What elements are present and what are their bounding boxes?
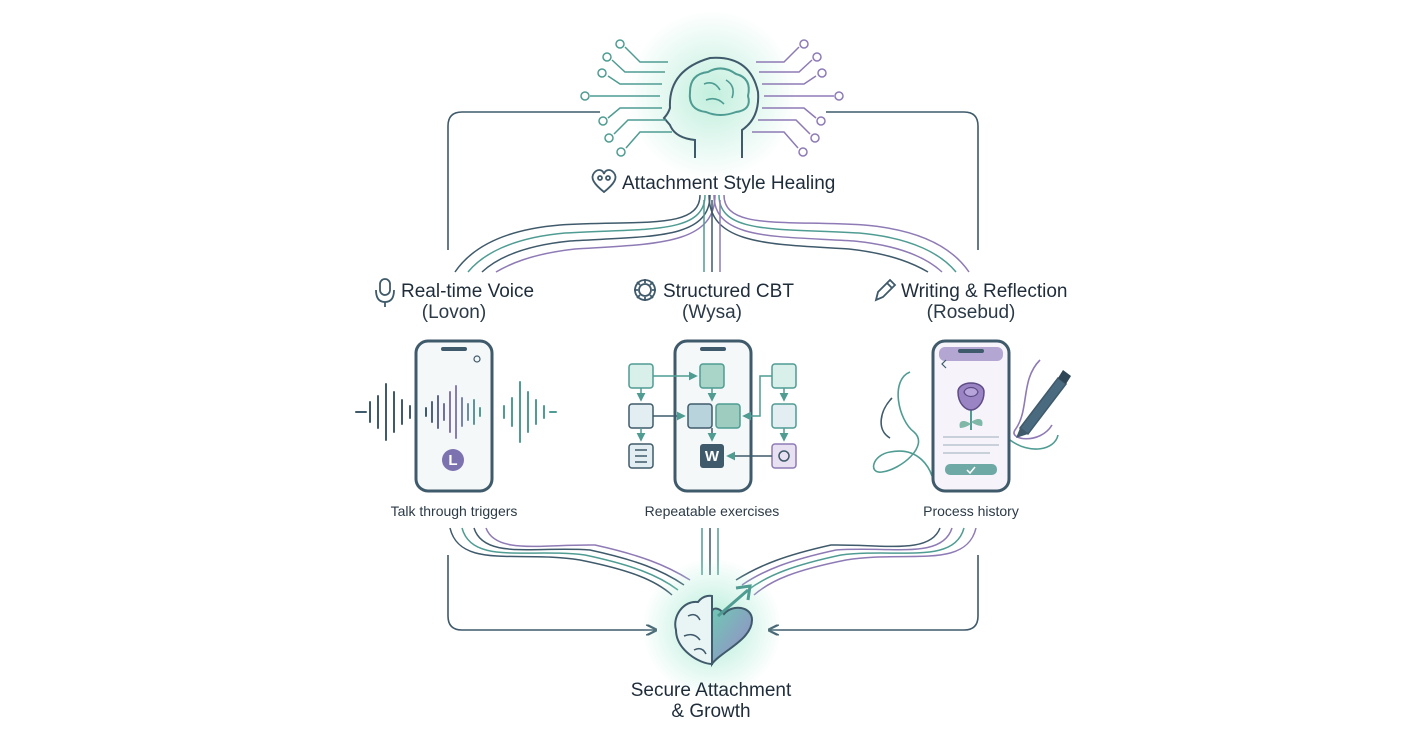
phone-cbt: W xyxy=(673,339,753,493)
bottom-title-line2: & Growth xyxy=(671,701,750,722)
pen-icon xyxy=(1016,370,1071,438)
branch-voice-caption: Talk through triggers xyxy=(391,503,518,519)
top-glow xyxy=(627,10,797,180)
bottom-title-line1: Secure Attachment xyxy=(631,680,792,701)
branch-voice-title: Real-time Voice xyxy=(401,281,534,302)
writing-flourish xyxy=(872,359,1059,477)
heart-people-icon xyxy=(591,169,617,194)
brain-heart-icon xyxy=(674,584,754,668)
gear-icon xyxy=(634,279,656,301)
branch-writing-caption: Process history xyxy=(923,503,1019,519)
voice-app-badge: L xyxy=(448,452,457,469)
voice-waveform xyxy=(355,381,557,443)
outer-frame xyxy=(447,111,979,630)
branch-writing-title: Writing & Reflection xyxy=(901,281,1068,302)
top-flow-lines xyxy=(454,194,970,273)
rose-icon xyxy=(957,382,985,430)
branch-cbt-subtitle: (Wysa) xyxy=(682,302,742,323)
top-title: Attachment Style Healing xyxy=(622,173,835,194)
branch-writing-subtitle: (Rosebud) xyxy=(927,302,1016,323)
bottom-flow-lines xyxy=(449,527,977,596)
cbt-flow-boxes xyxy=(628,363,797,469)
phone-voice: L xyxy=(414,339,494,493)
cbt-app-badge: W xyxy=(705,448,720,465)
branch-cbt-caption: Repeatable exercises xyxy=(645,503,780,519)
microphone-icon xyxy=(375,278,395,307)
branch-cbt-title: Structured CBT xyxy=(663,281,794,302)
pencil-icon xyxy=(874,278,897,302)
branch-voice-subtitle: (Lovon) xyxy=(422,302,486,323)
brain-head-icon xyxy=(580,39,844,158)
